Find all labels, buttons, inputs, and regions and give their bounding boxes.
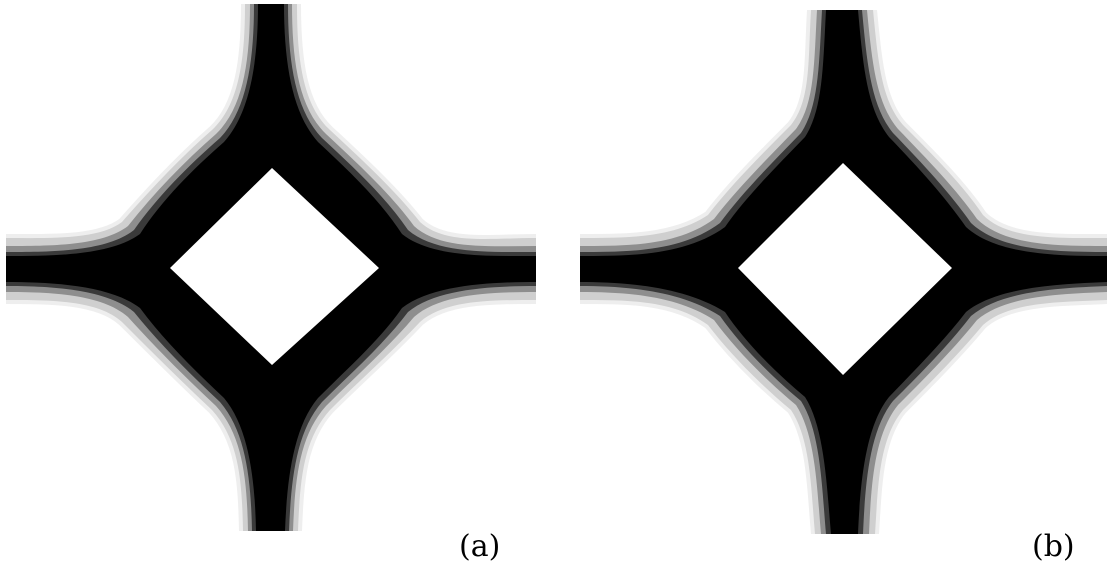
- figure-panel-a: (a): [0, 0, 553, 567]
- cross-shape-a: [6, 4, 536, 531]
- lattice-cross-a: [6, 4, 536, 531]
- lattice-cross-b: [580, 10, 1107, 534]
- figure-panel-b: (b): [553, 0, 1107, 567]
- figure-caption-a: (a): [459, 529, 501, 564]
- cross-shape-b: [580, 10, 1107, 534]
- figure-caption-b: (b): [1032, 529, 1075, 564]
